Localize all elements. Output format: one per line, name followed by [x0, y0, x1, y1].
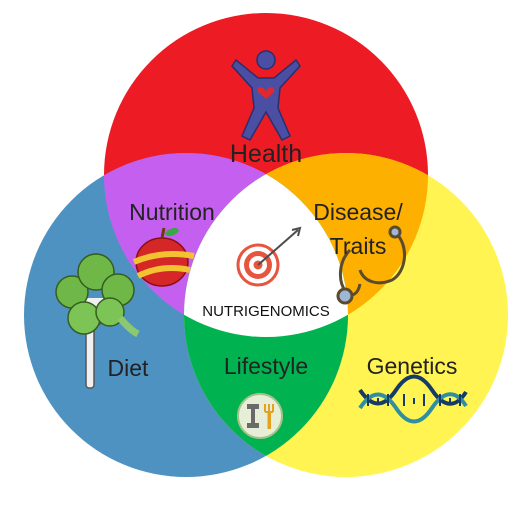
broccoli-fork-icon — [55, 253, 140, 389]
heart-icon — [257, 87, 275, 99]
dna-helix-icon — [358, 374, 468, 424]
disease-label-line1: Disease/ — [313, 199, 403, 225]
nutrition-label: Nutrition — [129, 199, 215, 225]
genetics-label: Genetics — [367, 353, 458, 379]
diet-label: Diet — [108, 355, 150, 381]
target-arrow-icon — [236, 226, 302, 287]
dumbbell-fork-icon — [237, 393, 283, 439]
health-label: Health — [230, 140, 302, 168]
lifestyle-label: Lifestyle — [224, 353, 308, 379]
nutrigenomics-region — [184, 153, 348, 337]
stethoscope-icon — [336, 225, 406, 305]
center-label: NUTRIGENOMICS — [202, 303, 330, 320]
apple-measuring-tape-icon — [132, 227, 195, 287]
disease-label-line2: Traits — [330, 233, 387, 259]
human-figure-heart-icon — [231, 50, 301, 141]
